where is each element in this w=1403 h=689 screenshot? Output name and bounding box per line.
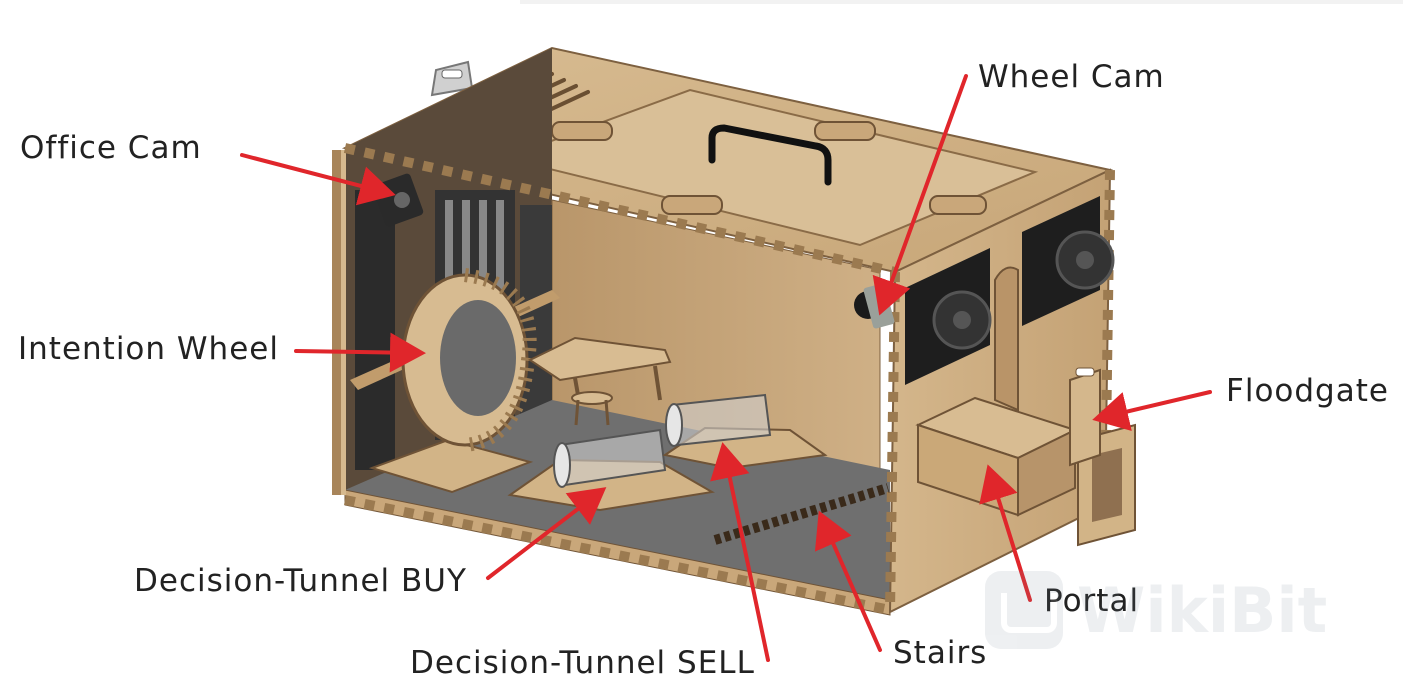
label-stairs: Stairs bbox=[893, 635, 988, 671]
platform bbox=[527, 336, 672, 401]
wikibit-logo-icon bbox=[985, 571, 1063, 649]
label-decision-tunnel-buy: Decision-Tunnel BUY bbox=[134, 563, 467, 599]
label-portal: Portal bbox=[1044, 583, 1140, 619]
fan-left bbox=[905, 248, 992, 385]
floodgate bbox=[1069, 367, 1101, 467]
annotation-arrows bbox=[240, 74, 1212, 662]
arrow-stairs bbox=[814, 510, 882, 652]
arrow-wheel-cam bbox=[872, 74, 968, 316]
intention-wheel bbox=[368, 268, 537, 494]
label-intention-wheel: Intention Wheel bbox=[18, 331, 279, 367]
label-office-cam: Office Cam bbox=[20, 130, 202, 166]
label-decision-tunnel-sell: Decision-Tunnel SELL bbox=[410, 645, 755, 681]
fan-right bbox=[1022, 196, 1115, 326]
arrow-office-cam bbox=[240, 153, 396, 206]
label-wheel-cam: Wheel Cam bbox=[978, 59, 1165, 95]
arrow-floodgate bbox=[1092, 390, 1212, 432]
cage-right-side-panel bbox=[885, 168, 1115, 614]
arrow-decision-tunnel-buy bbox=[486, 487, 607, 580]
arrow-decision-tunnel-sell bbox=[710, 442, 770, 662]
lift-tab bbox=[430, 60, 474, 97]
arrow-portal bbox=[979, 464, 1032, 602]
label-floodgate: Floodgate bbox=[1226, 373, 1389, 409]
decision-tunnel-buy bbox=[507, 428, 715, 512]
top-edge-strip bbox=[520, 0, 1403, 4]
cage-left-edge bbox=[332, 143, 897, 615]
stairs bbox=[713, 483, 890, 545]
watermark-text: WikiBit bbox=[1077, 573, 1328, 647]
arrow-intention-wheel bbox=[294, 332, 426, 373]
stool bbox=[571, 391, 613, 426]
watermark: WikiBit bbox=[985, 565, 1385, 655]
